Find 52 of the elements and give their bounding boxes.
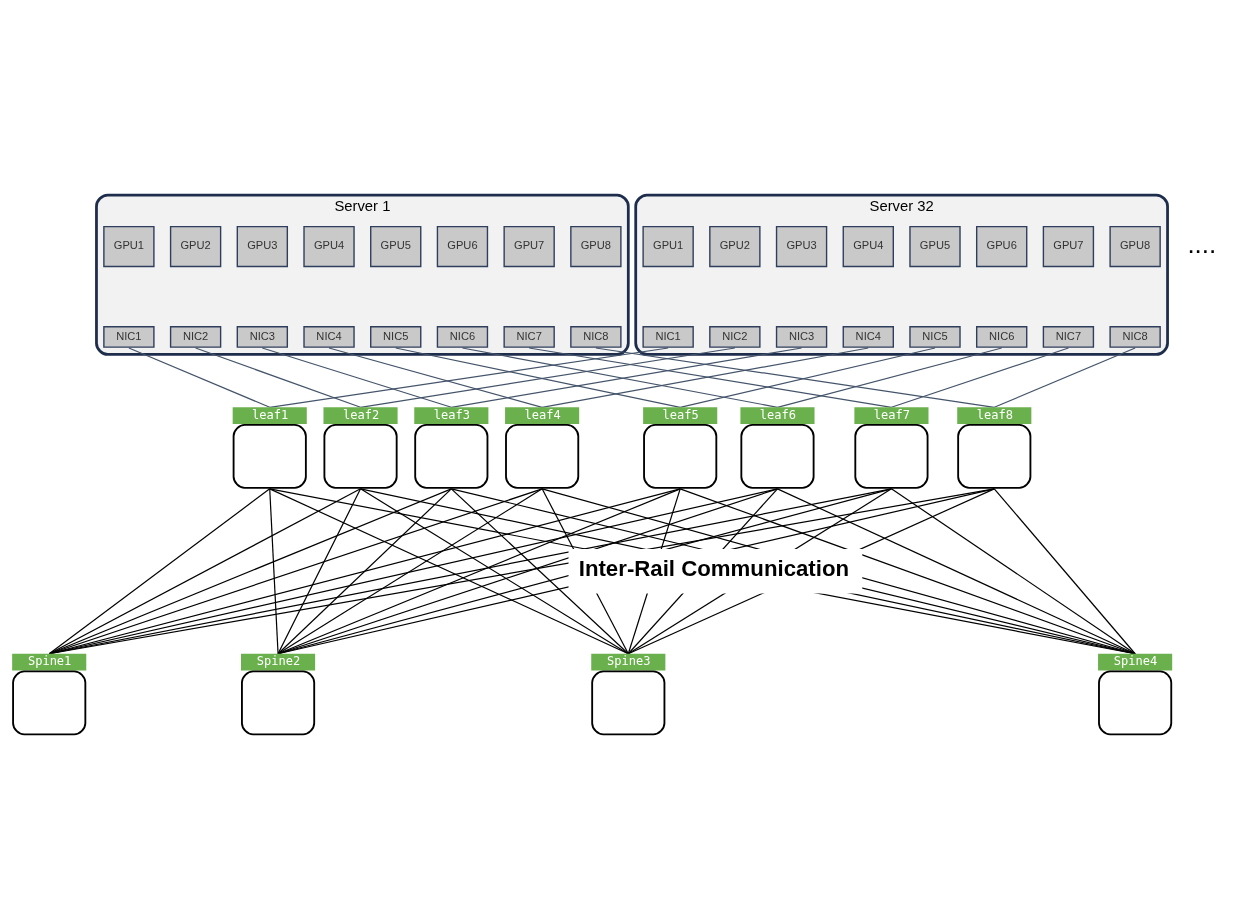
connector xyxy=(195,346,362,408)
node-box: GPU3 xyxy=(236,225,289,267)
node-box: NIC5 xyxy=(370,325,422,348)
node-box: NIC8 xyxy=(570,325,622,348)
node-box: GPU8 xyxy=(1109,225,1161,267)
node-box: NIC4 xyxy=(303,325,355,348)
node-box: GPU3 xyxy=(775,225,828,267)
connector xyxy=(277,487,543,654)
node-box: GPU1 xyxy=(642,225,694,267)
node-box: GPU7 xyxy=(1042,225,1095,267)
node-box: GPU1 xyxy=(103,225,155,267)
node-box: NIC4 xyxy=(842,325,894,348)
node-box: GPU5 xyxy=(370,225,422,267)
connector xyxy=(277,487,362,654)
connector xyxy=(128,346,271,408)
node-box: NIC5 xyxy=(909,325,961,348)
node-box: NIC2 xyxy=(709,325,761,348)
connector xyxy=(48,487,362,654)
node-box: GPU4 xyxy=(303,225,355,267)
node-box: NIC7 xyxy=(1042,325,1095,348)
node-box: GPU7 xyxy=(503,225,555,267)
node-box: NIC1 xyxy=(642,325,694,348)
connector xyxy=(48,487,271,654)
node-box: NIC8 xyxy=(1109,325,1161,348)
connector xyxy=(48,487,452,654)
node-box: NIC2 xyxy=(169,325,222,348)
node-box: GPU4 xyxy=(842,225,894,267)
connector xyxy=(993,487,1136,654)
node-box: NIC6 xyxy=(436,325,489,348)
node-box: GPU5 xyxy=(909,225,961,267)
connector xyxy=(277,487,452,654)
label: .... xyxy=(1187,229,1217,258)
connector xyxy=(890,487,1136,654)
node-box: NIC6 xyxy=(976,325,1028,348)
node-box: GPU6 xyxy=(436,225,489,267)
connector xyxy=(269,487,279,654)
node-box: GPU8 xyxy=(570,225,622,267)
connector xyxy=(328,346,543,408)
node-box: GPU6 xyxy=(976,225,1028,267)
connector xyxy=(679,487,1136,654)
node-box: NIC3 xyxy=(236,325,289,348)
node-box: NIC7 xyxy=(503,325,555,348)
node-box: NIC1 xyxy=(103,325,155,348)
connector xyxy=(890,346,1069,408)
connector xyxy=(261,346,452,408)
node-box: GPU2 xyxy=(169,225,222,267)
label: Inter-Rail Communication xyxy=(578,555,850,581)
connector xyxy=(993,346,1136,408)
node-box: NIC3 xyxy=(775,325,828,348)
connector xyxy=(776,487,1136,654)
node-box: GPU2 xyxy=(709,225,761,267)
connector xyxy=(48,487,543,654)
